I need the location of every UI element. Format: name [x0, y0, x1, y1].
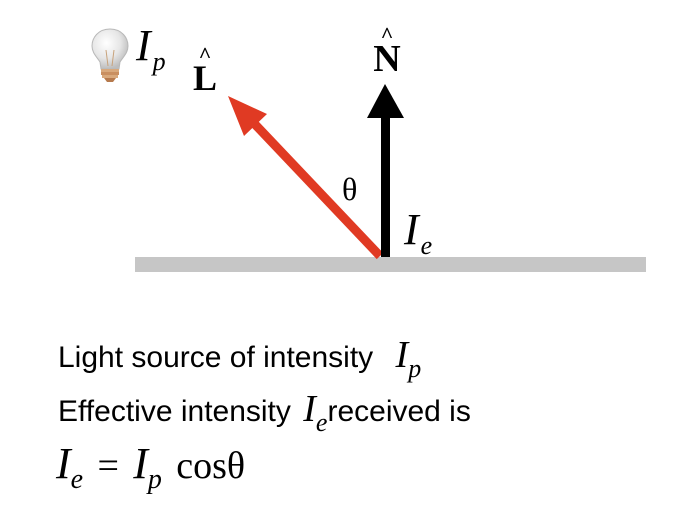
source-subscript: p — [152, 47, 166, 76]
eq-lhs-subscript: e — [70, 464, 84, 495]
text-line-1: Light source of intensity Ip — [58, 334, 421, 382]
eq-theta: θ — [226, 445, 246, 487]
line1-subscript: p — [408, 354, 422, 383]
normal-vector-arrow — [367, 84, 404, 257]
effective-symbol: I — [404, 205, 419, 254]
eq-rhs-symbol: I — [133, 439, 148, 488]
eq-equals: = — [97, 445, 119, 487]
light-bulb-icon — [91, 28, 129, 82]
line2-text-b: received is — [327, 395, 471, 428]
light-vector-arrow — [228, 96, 384, 260]
line1-symbol: I — [395, 334, 409, 376]
line2-text-a: Effective intensity — [58, 395, 291, 428]
source-symbol: I — [136, 21, 151, 70]
equation: Ie = Ip cosθ — [56, 439, 246, 494]
eq-cos: cos — [176, 445, 227, 487]
diagram-svg — [91, 28, 646, 272]
eq-lhs-symbol: I — [56, 439, 71, 488]
source-intensity-label: Ip — [136, 21, 166, 75]
line1-text: Light source of intensity — [58, 341, 374, 374]
normal-vector-letter: N — [373, 38, 401, 80]
angle-label: θ — [342, 171, 358, 207]
light-vector-letter: L — [192, 58, 217, 98]
lighting-diagram: Ip ^ L ^ N θ Ie — [91, 21, 646, 272]
effective-subscript: e — [420, 231, 433, 260]
effective-intensity-label: Ie — [404, 205, 432, 259]
line2-symbol: I — [303, 388, 316, 430]
eq-rhs-subscript: p — [147, 464, 162, 495]
normal-vector-label: ^ N — [369, 24, 405, 80]
line2-subscript: e — [315, 408, 328, 437]
light-vector-label: ^ L — [190, 44, 220, 98]
text-line-2: Effective intensity Iereceived is — [58, 388, 471, 436]
surface — [135, 257, 646, 272]
